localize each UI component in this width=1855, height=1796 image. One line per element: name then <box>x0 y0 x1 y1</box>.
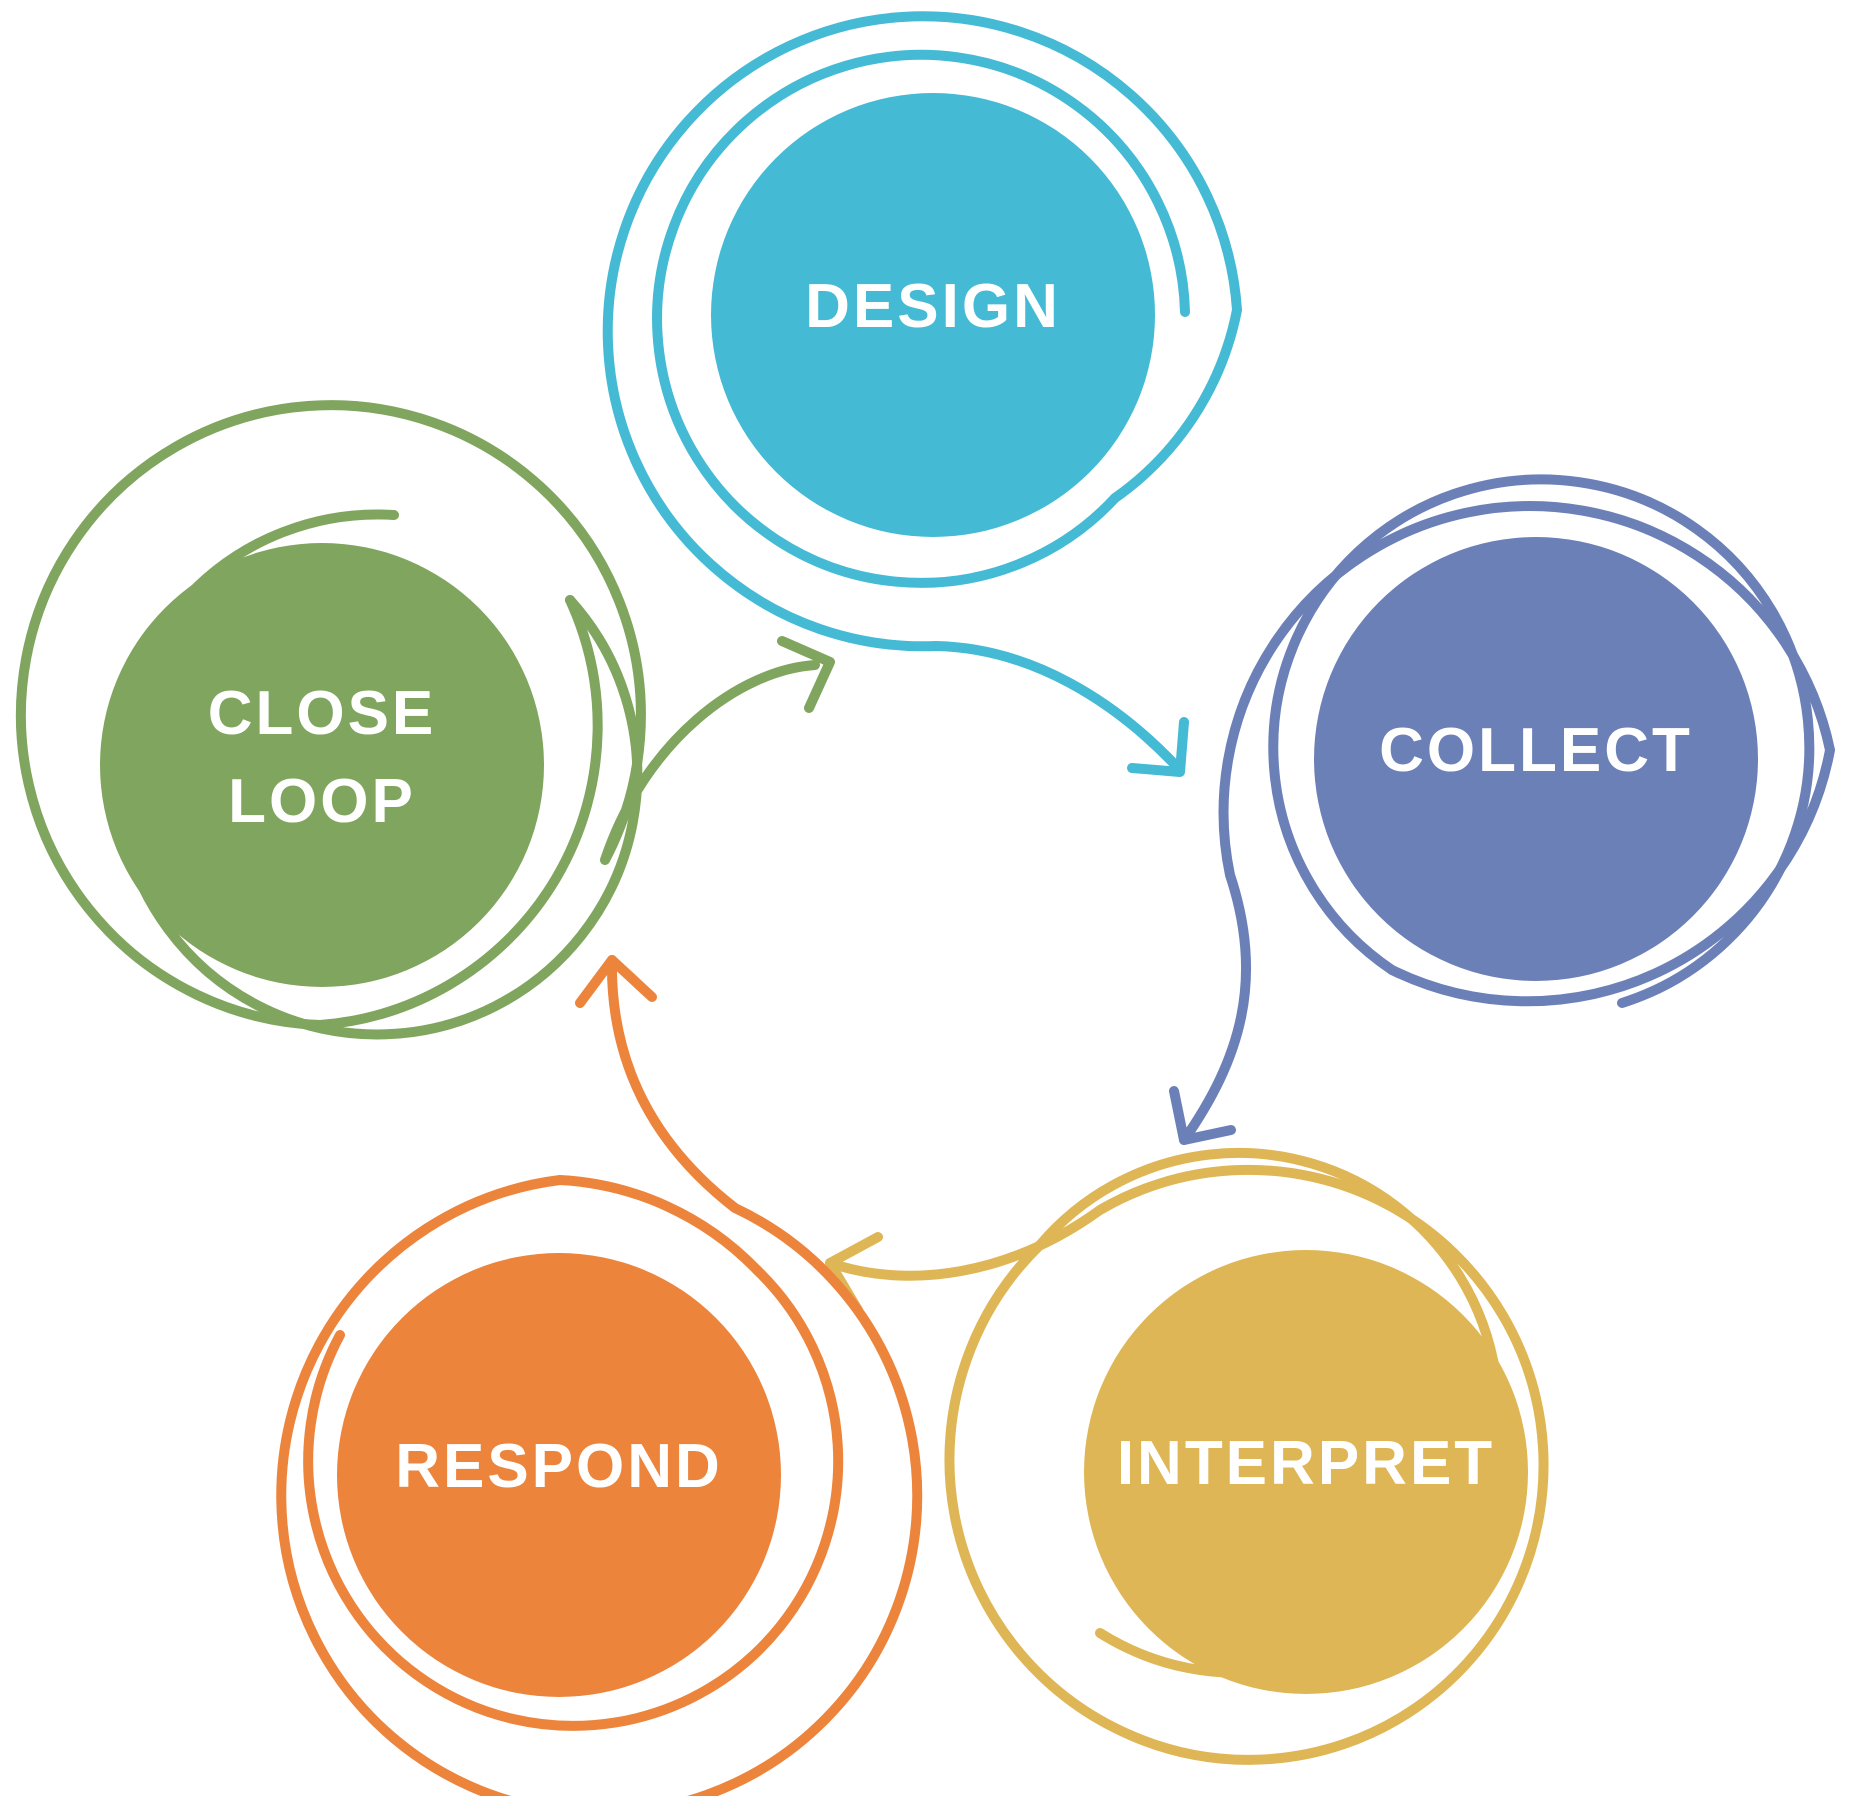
respond-inner-ring <box>303 1265 844 1731</box>
close-loop-label-line-1: CLOSE <box>208 679 437 748</box>
collect-arrowhead <box>1169 1086 1236 1145</box>
interpret-outer-ring <box>825 1164 1549 1765</box>
respond-circle <box>337 1253 781 1697</box>
design-arrowhead <box>1127 717 1189 777</box>
design-label: DESIGN <box>805 272 1061 341</box>
stage-design: DESIGN <box>602 11 1242 777</box>
respond-label: RESPOND <box>395 1432 723 1501</box>
respond-outer-ring <box>276 955 923 1796</box>
stage-interpret: INTERPRET <box>825 1147 1549 1765</box>
design-inner-ring <box>652 49 1190 588</box>
design-outer-ring <box>602 11 1242 775</box>
collect-outer-ring <box>1179 501 1835 1145</box>
interpret-circle <box>1084 1250 1528 1694</box>
close-loop-outer-ring <box>15 400 820 1030</box>
design-circle <box>711 93 1155 537</box>
interpret-label: INTERPRET <box>1117 1429 1495 1498</box>
interpret-inner-ring <box>1035 1147 1504 1678</box>
close-loop-label-line-2: LOOP <box>228 767 416 836</box>
stage-collect: COLLECT <box>1169 474 1835 1145</box>
collect-circle <box>1314 537 1758 981</box>
close-loop-arrowhead <box>777 636 835 713</box>
stage-close-loop: CLOSE LOOP <box>15 400 835 1040</box>
stage-respond: RESPOND <box>276 955 923 1796</box>
collect-label: COLLECT <box>1379 716 1693 785</box>
close-loop-inner-ring <box>112 509 643 1040</box>
respond-arrowhead <box>575 955 657 1008</box>
close-loop-circle <box>100 543 544 987</box>
